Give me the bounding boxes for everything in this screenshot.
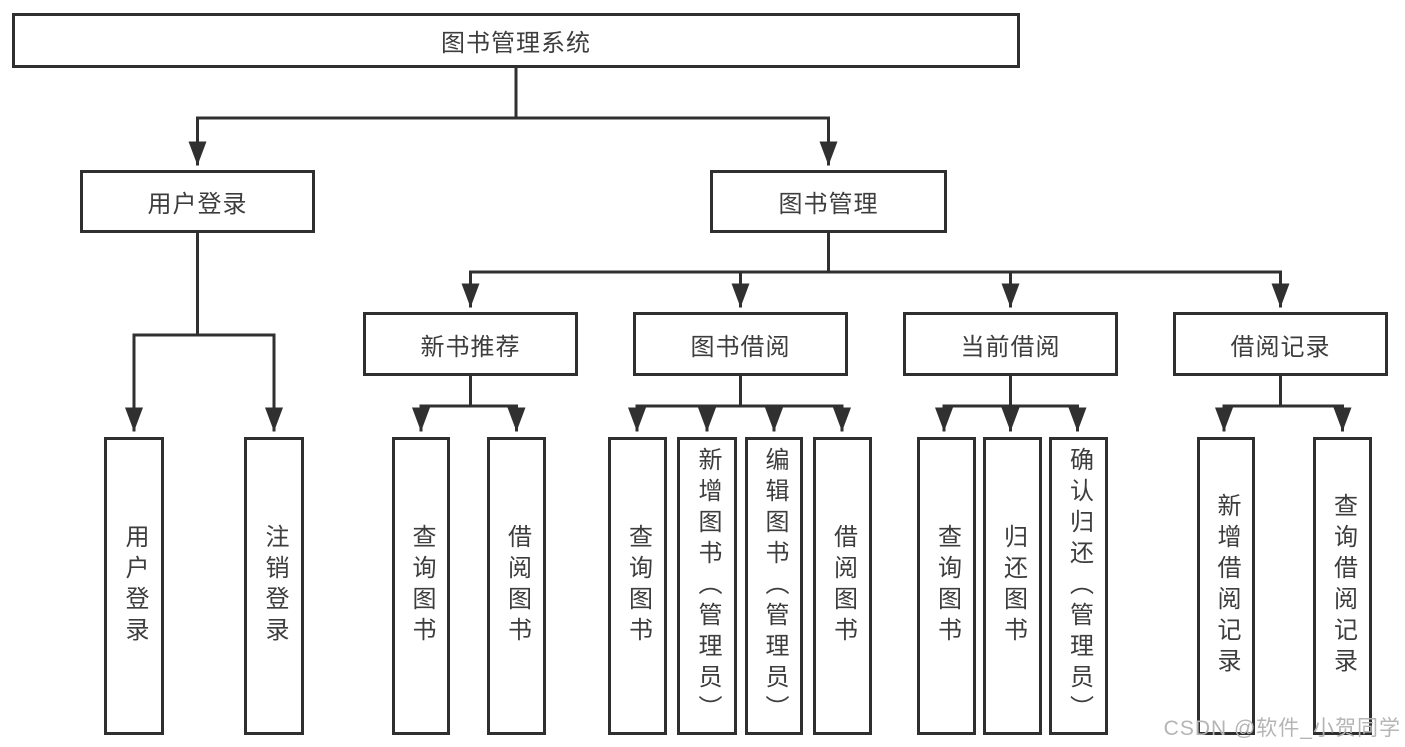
leaf-label: 查询图书	[933, 524, 961, 648]
node-book-borrow: 图书借阅	[633, 312, 848, 376]
csdn-watermark: CSDN @软件_小贺同学	[1163, 717, 1401, 740]
node-label: 借阅记录	[1230, 333, 1331, 361]
leaf-label: 查询借阅记录	[1329, 493, 1357, 679]
leaf-label: 借阅图书	[829, 524, 857, 648]
leaf-label: 用户登录	[121, 524, 148, 648]
root-node: 图书管理系统	[12, 13, 1020, 68]
leaf-add-books-admin: 新增图书（管理员）	[677, 437, 737, 735]
leaf-add-borrow-record: 新增借阅记录	[1197, 437, 1255, 735]
leaf-label: 归还图书	[999, 524, 1027, 648]
leaf-label: 注销登录	[261, 524, 288, 648]
leaf-label: 借阅图书	[503, 524, 531, 648]
leaf-label: 新增图书（管理员）	[694, 446, 721, 726]
root-node-label: 图书管理系统	[441, 30, 591, 57]
leaf-query-borrow-record: 查询借阅记录	[1313, 437, 1372, 735]
leaf-confirm-return-admin: 确认归还（管理员）	[1049, 437, 1108, 735]
node-label: 用户登录	[147, 191, 248, 218]
leaf-logout: 注销登录	[244, 437, 304, 735]
node-borrow-records: 借阅记录	[1173, 312, 1388, 376]
node-label: 图书管理	[778, 191, 879, 218]
leaf-query-books: 查询图书	[917, 437, 976, 735]
leaf-edit-books-admin: 编辑图书（管理员）	[745, 437, 803, 735]
leaf-user-login: 用户登录	[104, 437, 164, 735]
leaf-borrow-books: 借阅图书	[487, 437, 546, 735]
leaf-query-books: 查询图书	[608, 437, 667, 735]
node-current-borrow: 当前借阅	[903, 312, 1118, 376]
leaf-label: 查询图书	[624, 524, 652, 648]
leaf-label: 查询图书	[408, 524, 435, 648]
node-book-management: 图书管理	[710, 170, 947, 233]
leaf-query-books: 查询图书	[392, 437, 450, 735]
leaf-label: 确认归还（管理员）	[1065, 446, 1093, 726]
leaf-return-books: 归还图书	[983, 437, 1042, 735]
leaf-label: 新增借阅记录	[1213, 493, 1240, 679]
leaf-label: 编辑图书（管理员）	[761, 446, 788, 726]
node-label: 当前借阅	[960, 333, 1061, 361]
node-user-login: 用户登录	[80, 170, 315, 233]
leaf-borrow-books: 借阅图书	[813, 437, 872, 735]
node-label: 新书推荐	[420, 333, 521, 361]
node-label: 图书借阅	[690, 333, 791, 361]
node-new-book-recommend: 新书推荐	[363, 312, 578, 376]
